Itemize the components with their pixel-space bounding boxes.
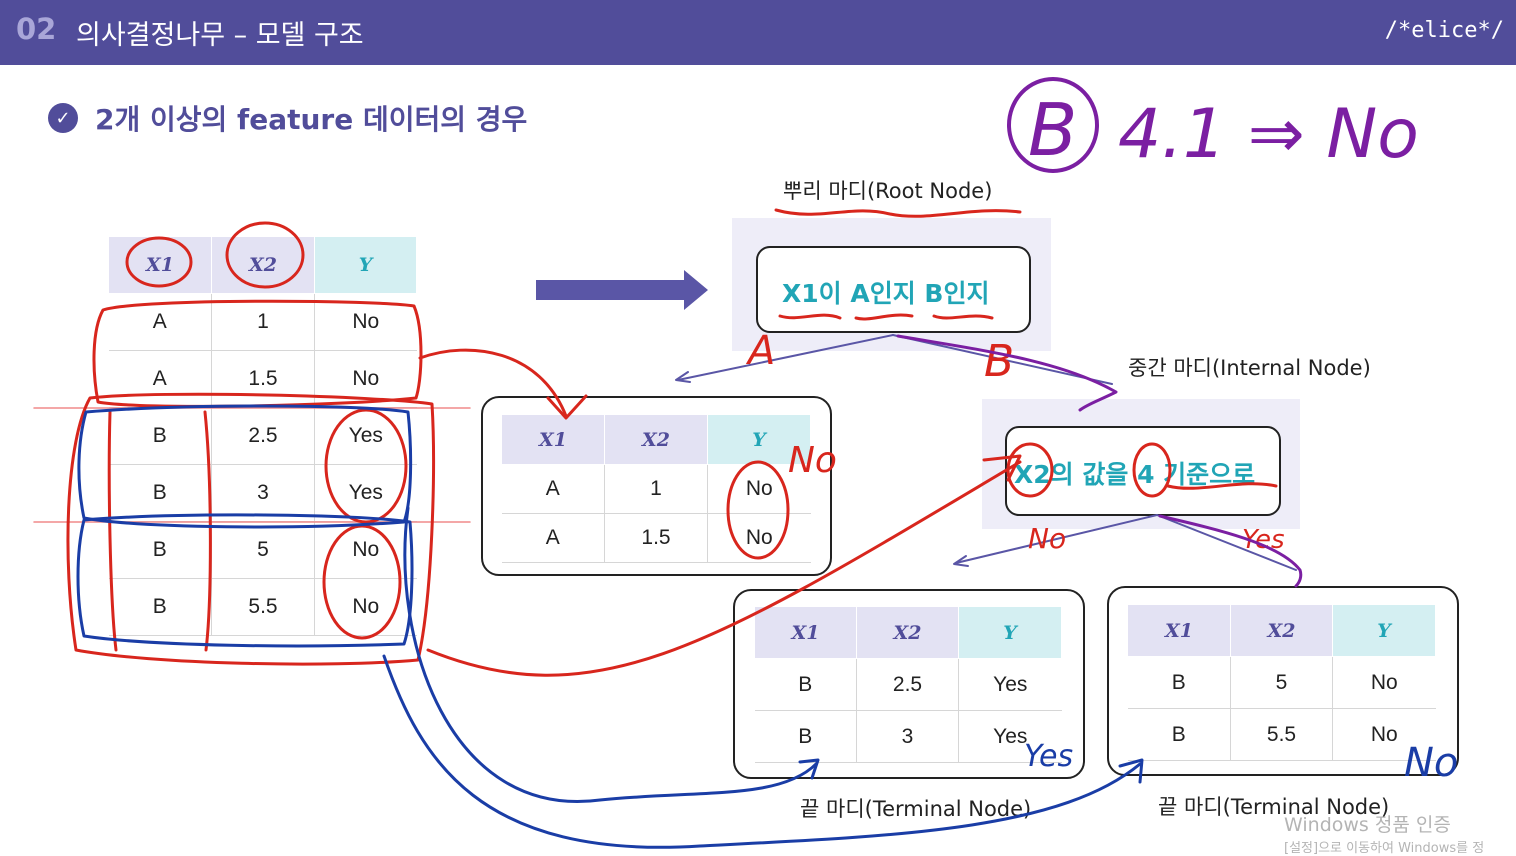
table-cell: B — [108, 407, 212, 465]
column-header: X1 — [501, 414, 605, 465]
terminal-left-label: 끝 마디(Terminal Node) — [800, 797, 1032, 821]
table-row: B 5.5 No — [108, 578, 417, 636]
windows-watermark: Windows 정품 인증 — [1284, 814, 1451, 836]
table-header-row: X1 X2 Y — [754, 606, 1062, 659]
check-circle-icon: ✓ — [48, 103, 78, 133]
table-row: B 3 Yes — [108, 464, 417, 522]
table-cell: No — [314, 578, 417, 636]
column-header: Y — [1332, 604, 1436, 657]
terminal-right-label: 끝 마디(Terminal Node) — [1158, 795, 1390, 819]
underline-mark — [774, 208, 1022, 218]
subtitle-text: 2개 이상의 feature 데이터의 경우 — [95, 103, 528, 136]
table-cell: 5 — [211, 521, 315, 579]
section-number: 02 — [16, 12, 57, 46]
terminal-right-table: X1 X2 Y B 5 No B 5.5 No — [1127, 604, 1436, 761]
terminal-left-table: X1 X2 Y B 2.5 Yes B 3 Yes — [754, 606, 1062, 763]
table-cell: 3 — [856, 710, 959, 763]
table-cell: 5.5 — [211, 578, 315, 636]
table-cell: B — [1127, 708, 1231, 761]
table-cell: 2.5 — [856, 658, 959, 711]
table-cell: 1 — [604, 464, 708, 514]
internal-node-label: 중간 마디(Internal Node) — [1128, 356, 1371, 380]
table-cell: Yes — [314, 464, 417, 522]
column-header: X2 — [211, 236, 315, 294]
table-row: A 1.5 No — [501, 513, 811, 563]
table-cell: A — [501, 464, 605, 514]
top-note-text: 4.1 ⇒ No — [1118, 95, 1419, 174]
table-cell: No — [707, 464, 811, 514]
table-row: A 1.5 No — [108, 350, 417, 408]
table-cell: No — [1332, 656, 1436, 709]
table-cell: 1.5 — [211, 350, 315, 408]
table-row: B 5 No — [108, 521, 417, 579]
table-cell: 1.5 — [604, 513, 708, 563]
table-cell: B — [108, 521, 212, 579]
brand-logo: /*elice*/ — [1384, 18, 1504, 43]
slide-title: 의사결정나무 – 모델 구조 — [76, 20, 364, 51]
table-header-row: X1 X2 Y — [501, 414, 811, 465]
table-cell: 3 — [211, 464, 315, 522]
table-cell: No — [1332, 708, 1436, 761]
table-cell: 1 — [211, 293, 315, 351]
table-cell: A — [501, 513, 605, 563]
table-cell: Yes — [314, 407, 417, 465]
table-row: B 5.5 No — [1127, 708, 1436, 761]
column-header: X2 — [604, 414, 708, 465]
column-header: Y — [958, 606, 1062, 659]
table-cell: No — [707, 513, 811, 563]
windows-watermark-hint: [설정]으로 이동하여 Windows를 정 — [1284, 841, 1485, 856]
table-cell: B — [1127, 656, 1231, 709]
column-header: X1 — [1127, 604, 1231, 657]
column-header: Y — [314, 236, 417, 294]
circled-b-mark — [1007, 77, 1099, 173]
table-cell: No — [314, 350, 417, 408]
column-header: X2 — [1230, 604, 1333, 657]
column-header: X1 — [108, 236, 212, 294]
table-cell: B — [108, 464, 212, 522]
table-cell: B — [754, 658, 857, 711]
table-cell: 5 — [1230, 656, 1333, 709]
subtitle-row: ✓ 2개 이상의 feature 데이터의 경우 — [48, 98, 527, 138]
table-row: B 2.5 Yes — [108, 407, 417, 465]
table-cell: Yes — [958, 710, 1062, 763]
column-header: X1 — [754, 606, 857, 659]
left-leaf-table: X1 X2 Y A 1 No A 1.5 No — [501, 414, 811, 563]
table-cell: B — [754, 710, 857, 763]
table-row: B 5 No — [1127, 656, 1436, 709]
table-row: A 1 No — [501, 464, 811, 514]
table-cell: A — [108, 350, 212, 408]
root-node-label: 뿌리 마디(Root Node) — [783, 179, 993, 203]
internal-node-text: X2의 값을 4 기준으로 — [1014, 460, 1256, 489]
right-arrow-icon — [536, 270, 708, 310]
table-header-row: X1 X2 Y — [1127, 604, 1436, 657]
table-cell: No — [314, 521, 417, 579]
top-note-letter: B — [1028, 88, 1077, 172]
table-cell: 2.5 — [211, 407, 315, 465]
column-header: X2 — [856, 606, 959, 659]
root-node-text: X1이 A인지 B인지 — [782, 279, 990, 308]
arrowhead — [675, 371, 691, 383]
arrowhead — [953, 555, 969, 567]
column-header: Y — [707, 414, 811, 465]
slide-header: 02 의사결정나무 – 모델 구조 /*elice*/ — [0, 0, 1516, 65]
table-cell: B — [108, 578, 212, 636]
table-cell: No — [314, 293, 417, 351]
table-row: B 2.5 Yes — [754, 658, 1062, 711]
table-cell: 5.5 — [1230, 708, 1333, 761]
table-row: A 1 No — [108, 293, 417, 351]
table-cell: A — [108, 293, 212, 351]
table-row: B 3 Yes — [754, 710, 1062, 763]
table-header-row: X1 X2 Y — [108, 236, 417, 294]
main-data-table: X1 X2 Y A 1 No A 1.5 No B 2.5 Yes B 3 Ye… — [108, 236, 417, 636]
table-cell: Yes — [958, 658, 1062, 711]
branch-yes-text: Yes — [1242, 525, 1285, 555]
